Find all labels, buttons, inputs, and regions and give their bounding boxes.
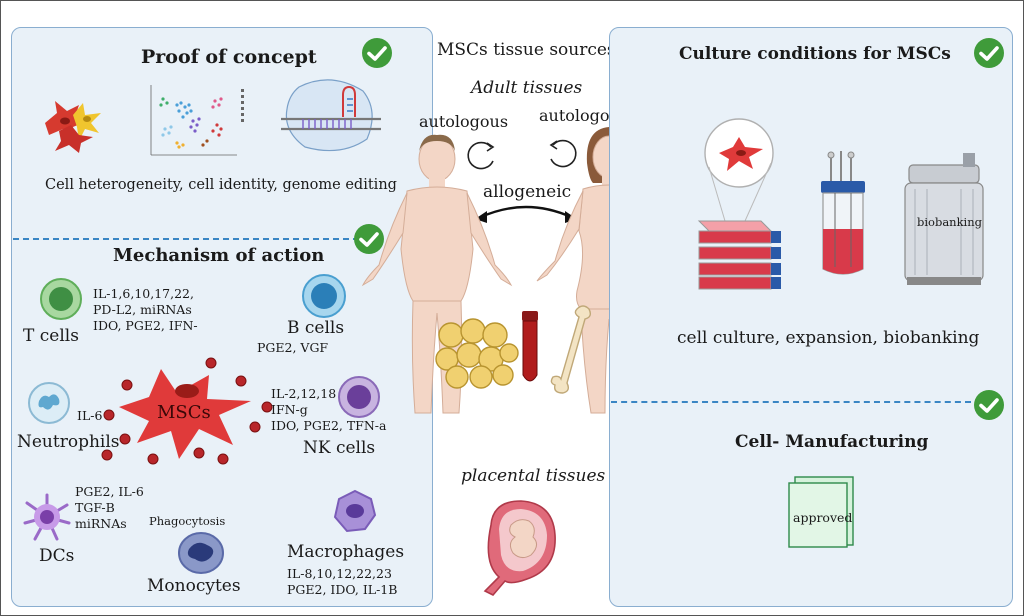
nk-factor-1: IL-2,12,18 [271,386,337,401]
check-icon [974,390,1004,420]
tissue-sources-title: MSCs tissue sources [437,40,616,60]
neutrophils-factor: IL-6 [77,408,103,423]
mechanism-of-action-title: Mechanism of action [113,245,325,266]
approved-documents-icon [788,476,854,548]
macrophages-label: Macrophages [287,542,405,562]
monocyte-icon [178,532,224,574]
t-cells-factor-2: PD-L2, miRNAs [93,302,192,317]
genome-editing-icon [281,79,381,152]
t-cells-label: T cells [23,326,79,346]
proof-of-concept-title: Proof of concept [141,46,317,68]
mscs-label: MSCs [157,402,211,423]
msc-cluster-icon [45,101,101,153]
check-icon [974,38,1004,68]
left-divider [13,238,369,240]
dcs-factor-3: miRNAs [75,516,127,531]
placenta-fetus-icon [483,500,556,596]
dcs-factor-1: PGE2, IL-6 [75,484,144,499]
b-cell-icon [302,274,346,318]
proof-caption: Cell heterogeneity, cell identity, genom… [45,177,397,193]
bioreactor-icon [821,151,865,275]
autologous-right-cycle-icon [549,139,577,168]
right-divider [611,401,971,403]
biobanking-label: biobanking [917,215,983,229]
approved-label: approved [793,510,853,525]
autologous-left-label: autologous [419,112,509,131]
adipose-tissue-icon [435,318,519,389]
nk-cells-label: NK cells [303,438,376,458]
nk-factor-3: IDO, PGE2, TFN-a [271,418,387,433]
culture-flasks-icon [697,118,781,290]
neutrophil-icon [28,382,70,424]
monocytes-label: Monocytes [147,576,241,596]
b-cells-factors: PGE2, VGF [257,340,329,355]
neutrophils-label: Neutrophils [17,432,120,452]
allogeneic-label: allogeneic [483,182,572,202]
phagocytosis-label: Phagocytosis [149,514,226,528]
placental-tissues-label: placental tissues [461,466,606,486]
nk-cell-icon [338,376,380,418]
check-icon [362,38,392,68]
b-cells-label: B cells [287,318,345,338]
autologous-right-label: autologous [539,106,629,125]
macrophage-factor-1: IL-8,10,12,22,23 [287,566,392,581]
dcs-factor-2: TGF-B [75,500,115,515]
culture-conditions-title: Culture conditions for MSCs [679,44,951,64]
culture-caption: cell culture, expansion, biobanking [677,328,980,348]
msc-cell-icon [101,357,273,465]
adult-tissues-label: Adult tissues [471,78,583,98]
t-cells-factor-3: IDO, PGE2, IFN- [93,318,198,333]
biobanking-tank-icon [904,153,984,285]
macrophage-factor-2: PGE2, IDO, IL-1B [287,582,398,597]
dendritic-cell-icon [23,493,71,541]
autologous-left-cycle-icon [467,141,495,170]
t-cell-icon [40,278,82,320]
check-icon [354,224,384,254]
macrophage-icon [333,489,377,533]
blood-tube-icon [522,311,538,382]
cell-manufacturing-title: Cell- Manufacturing [735,432,929,452]
nk-factor-2: IFN-g [271,402,308,417]
bone-marrow-icon [550,305,592,394]
dcs-label: DCs [39,546,75,566]
tsne-plot-icon [150,85,244,156]
t-cells-factor-1: IL-1,6,10,17,22, [93,286,194,301]
